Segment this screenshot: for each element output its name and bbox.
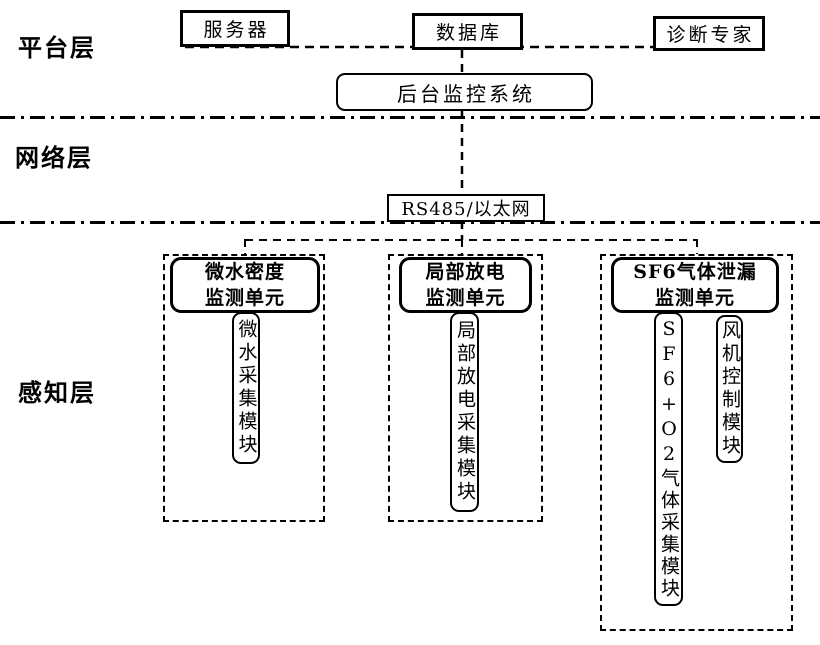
server-box: 服务器 <box>180 10 290 47</box>
unit-box-sf6-leak <box>600 254 793 631</box>
unit-title-line1: 局部放电 <box>425 261 506 283</box>
module-fan-control: 风机控制模块 <box>716 315 743 463</box>
module-water-collect: 微水采集模块 <box>232 312 260 464</box>
unit-title-line2: 监测单元 <box>654 287 735 309</box>
unit-title-line1: 微水密度 <box>204 261 285 283</box>
unit-title-line2: 监测单元 <box>204 287 285 309</box>
unit-title-water-density: 微水密度 监测单元 <box>170 257 320 313</box>
unit-title-partial-discharge: 局部放电 监测单元 <box>399 257 532 313</box>
layer-label-network: 网络层 <box>15 144 93 172</box>
layer-label-perception: 感知层 <box>18 379 96 407</box>
unit-box-partial-discharge <box>388 254 543 522</box>
module-partial-discharge-collect: 局部放电采集模块 <box>450 312 479 512</box>
monitor-box: 后台监控系统 <box>336 73 593 111</box>
unit-title-sf6-leak: SF6气体泄漏 监测单元 <box>611 257 779 313</box>
bus-box: RS485/以太网 <box>387 194 545 222</box>
database-box: 数据库 <box>412 13 523 50</box>
module-sf6-o2-gas-collect: SF6+O2气体采集模块 <box>654 312 683 606</box>
unit-title-line2: 监测单元 <box>425 287 506 309</box>
layer-label-platform: 平台层 <box>18 34 96 62</box>
unit-box-water-density <box>163 254 325 522</box>
unit-title-line1: SF6气体泄漏 <box>633 261 757 283</box>
expert-box: 诊断专家 <box>653 16 765 51</box>
